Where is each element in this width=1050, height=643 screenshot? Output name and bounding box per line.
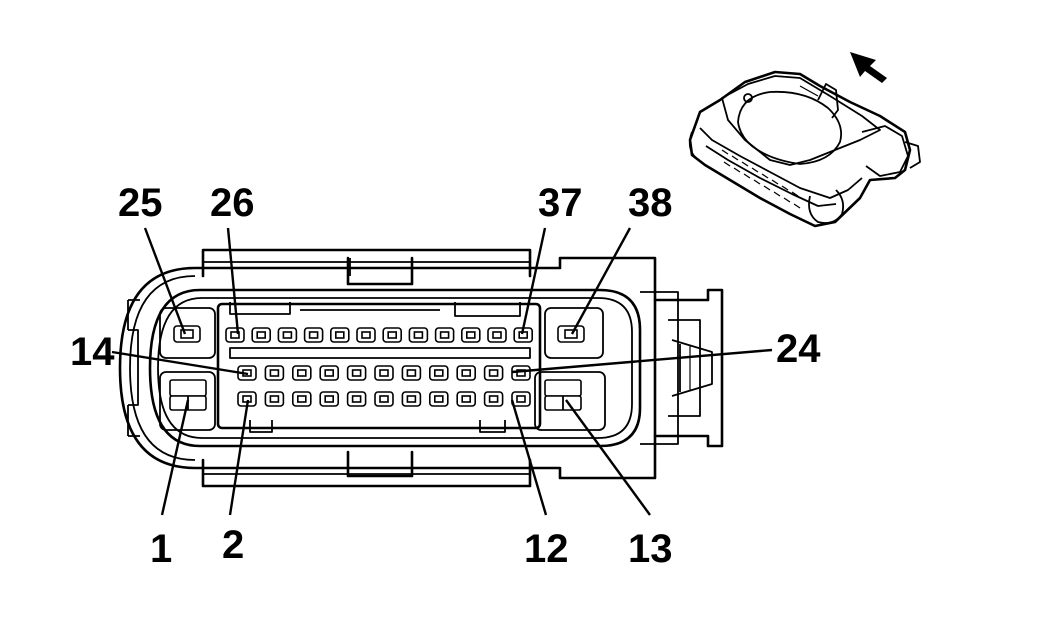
terminal-4 [291,391,312,407]
terminal-11 [483,391,504,407]
leader-37 [520,227,547,335]
terminal-18 [346,365,367,381]
terminal-6 [346,391,367,407]
terminal-32 [382,327,403,343]
pin-label-26: 26 [210,181,255,225]
terminal-36 [487,327,507,343]
small-terminals [225,327,534,407]
pin-label-12: 12 [524,527,569,571]
pin-label-38: 38 [628,181,673,225]
leader-38 [570,227,632,335]
terminal-20 [401,365,422,381]
terminal-28 [277,327,298,343]
pin-label-2: 2 [222,523,244,567]
pin-label-37: 37 [538,181,583,225]
terminal-1 [169,379,207,411]
terminal-3 [264,391,285,407]
terminal-30 [329,327,350,343]
terminal-9 [428,391,449,407]
terminal-7 [374,391,394,407]
terminal-15 [264,365,285,381]
pin-label-14: 14 [70,330,115,374]
terminal-16 [291,365,312,381]
leader-lines [111,227,773,516]
terminal-12 [511,391,531,407]
connector-face [118,248,724,488]
terminal-26 [225,327,245,343]
terminal-25 [173,325,201,343]
terminal-13 [544,379,582,411]
terminal-17 [319,365,340,381]
terminal-5 [319,391,340,407]
terminal-38 [557,325,585,343]
pin-label-13: 13 [628,527,673,571]
terminal-10 [456,391,477,407]
view-direction-arrow-icon [850,52,887,83]
terminal-21 [428,365,449,381]
terminal-8 [401,391,422,407]
leader-13 [565,399,651,516]
terminal-31 [356,327,376,343]
pin-label-24: 24 [776,327,821,371]
pin-label-1: 1 [150,527,172,571]
terminal-24 [511,365,531,381]
terminal-27 [251,327,271,343]
pin-labels: 25 26 37 38 14 24 1 2 12 13 [70,181,821,571]
terminal-35 [460,327,481,343]
terminal-19 [374,365,394,381]
terminal-22 [456,365,477,381]
terminal-33 [408,327,429,343]
leader-1 [160,399,190,516]
pin-label-25: 25 [118,181,163,225]
terminal-23 [483,365,504,381]
connector-perspective-icon [688,70,921,228]
terminal-34 [434,327,455,343]
leader-14 [111,350,249,376]
leader-25 [143,227,187,335]
leader-24 [511,348,773,374]
terminal-29 [303,327,324,343]
leader-26 [226,227,240,335]
leader-12 [510,399,548,516]
leader-2 [228,399,250,516]
